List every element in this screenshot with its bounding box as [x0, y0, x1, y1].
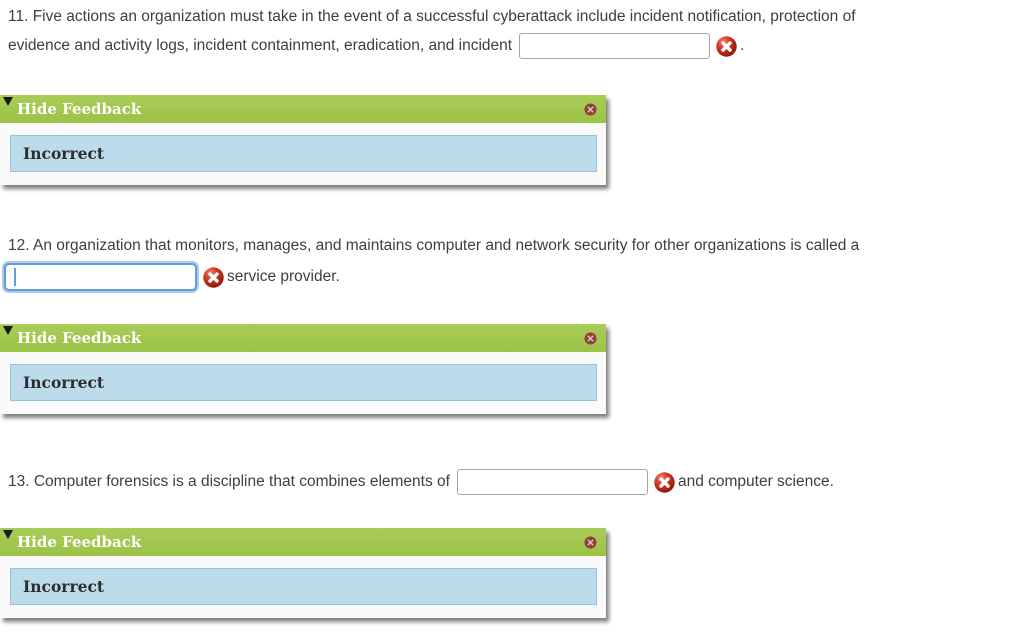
- hide-feedback-toggle[interactable]: Hide Feedback: [0, 528, 606, 556]
- close-feedback-icon[interactable]: [584, 332, 597, 345]
- triangle-down-icon: [3, 326, 13, 335]
- question-11: 11. Five actions an organization must ta…: [0, 3, 1024, 61]
- text-caret: [14, 268, 16, 286]
- quiz-page: 11. Five actions an organization must ta…: [0, 3, 1024, 618]
- question-13-text: 13. Computer forensics is a discipline t…: [8, 473, 450, 490]
- question-12-answer-row: service provider.: [4, 260, 1024, 294]
- triangle-down-icon: [3, 97, 13, 106]
- answer-input-q12[interactable]: [4, 263, 197, 291]
- focused-input-wrapper: [4, 263, 197, 291]
- answer-input-q11[interactable]: [519, 33, 711, 59]
- question-13: 13. Computer forensics is a discipline t…: [0, 467, 1024, 497]
- close-feedback-icon[interactable]: [584, 536, 597, 549]
- question-11-answer-row: evidence and activity logs, incident con…: [8, 31, 1024, 61]
- answer-input-q13[interactable]: [456, 469, 648, 495]
- feedback-panel-q12: Hide Feedback Incorrect: [0, 324, 606, 414]
- feedback-body: Incorrect: [0, 123, 606, 185]
- question-11-text-line2: evidence and activity logs, incident con…: [8, 37, 513, 54]
- feedback-body: Incorrect: [0, 352, 606, 414]
- hide-feedback-label: Hide Feedback: [17, 329, 142, 347]
- question-13-answer-row: 13. Computer forensics is a discipline t…: [8, 467, 1024, 497]
- hide-feedback-label: Hide Feedback: [17, 100, 142, 118]
- feedback-panel-q11: Hide Feedback Incorrect: [0, 95, 606, 185]
- feedback-panel-q13: Hide Feedback Incorrect: [0, 528, 606, 618]
- question-12: 12. An organization that monitors, manag…: [0, 232, 1024, 294]
- feedback-status-text: Incorrect: [23, 577, 105, 596]
- hide-feedback-toggle[interactable]: Hide Feedback: [0, 324, 606, 352]
- question-13-suffix: and computer science.: [677, 473, 834, 490]
- question-11-suffix: .: [740, 37, 745, 54]
- question-12-suffix: service provider.: [227, 268, 340, 285]
- incorrect-answer-icon: [203, 266, 224, 288]
- feedback-status-text: Incorrect: [23, 144, 105, 163]
- feedback-status-box: Incorrect: [10, 568, 597, 605]
- triangle-down-icon: [3, 530, 13, 539]
- feedback-status-box: Incorrect: [10, 135, 597, 172]
- feedback-status-text: Incorrect: [23, 373, 105, 392]
- close-feedback-icon[interactable]: [584, 103, 597, 116]
- feedback-status-box: Incorrect: [10, 364, 597, 401]
- hide-feedback-toggle[interactable]: Hide Feedback: [0, 95, 606, 123]
- hide-feedback-label: Hide Feedback: [17, 533, 142, 551]
- incorrect-answer-icon: [716, 35, 737, 57]
- question-11-text-line1: 11. Five actions an organization must ta…: [8, 8, 856, 25]
- incorrect-answer-icon: [654, 471, 675, 493]
- feedback-body: Incorrect: [0, 556, 606, 618]
- question-12-text-line1: 12. An organization that monitors, manag…: [8, 237, 860, 254]
